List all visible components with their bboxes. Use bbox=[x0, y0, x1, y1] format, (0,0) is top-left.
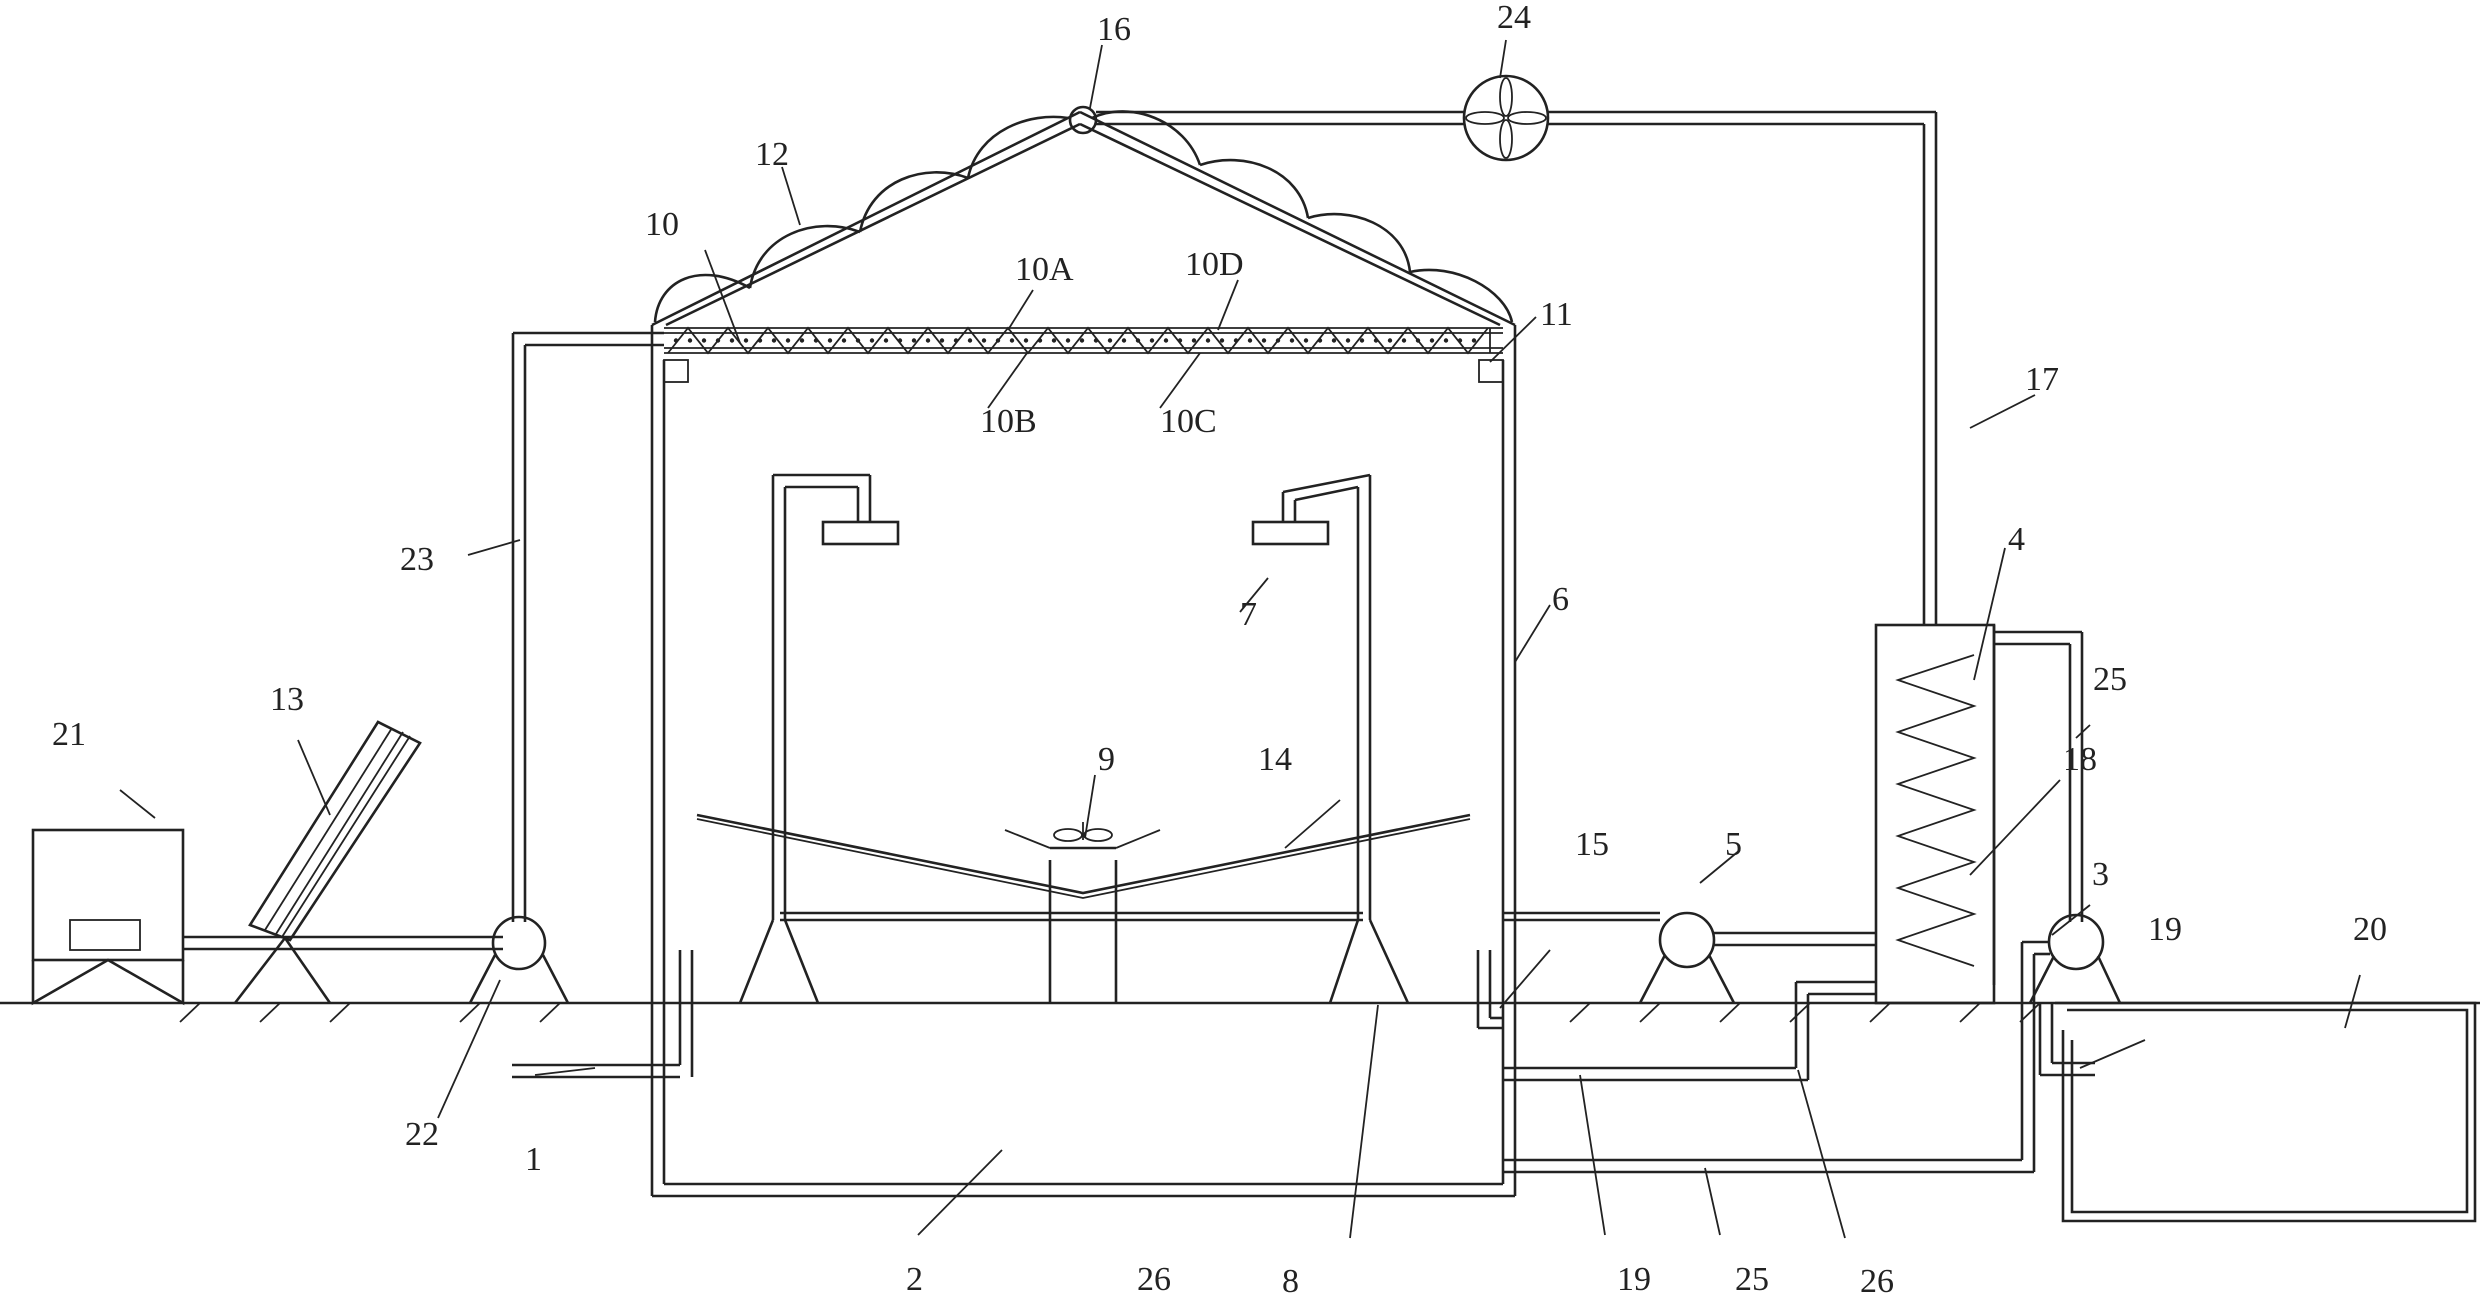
overflow-pipe bbox=[1476, 950, 1503, 1030]
label-3: 3 bbox=[2092, 856, 2109, 893]
inlet-pipe bbox=[512, 950, 694, 1079]
greenhouse-body bbox=[650, 325, 1517, 1198]
pipe-23 bbox=[511, 331, 664, 922]
label-7: 7 bbox=[1240, 596, 1257, 633]
label-15: 15 bbox=[1575, 826, 1609, 863]
label-17: 17 bbox=[2025, 361, 2059, 398]
label-10a: 10A bbox=[1015, 251, 1074, 288]
pipe-19 bbox=[1503, 980, 2095, 1082]
pump-3 bbox=[2028, 913, 2122, 1004]
label-9: 9 bbox=[1098, 741, 1115, 778]
label-10d: 10D bbox=[1185, 246, 1244, 283]
label-4: 4 bbox=[2008, 521, 2025, 558]
fan-icon bbox=[1465, 77, 1547, 159]
label-23: 23 bbox=[400, 541, 434, 578]
supports bbox=[738, 911, 1410, 1004]
label-25b: 25 bbox=[1735, 1261, 1769, 1298]
label-26a: 26 bbox=[1137, 1261, 1171, 1298]
solar-collector bbox=[233, 720, 422, 1004]
label-26b: 26 bbox=[1860, 1263, 1894, 1300]
label-2: 2 bbox=[906, 1261, 923, 1298]
plant-icon bbox=[1053, 822, 1113, 842]
heat-exchanger bbox=[1874, 623, 1996, 1005]
label-21: 21 bbox=[52, 716, 86, 753]
label-10: 10 bbox=[645, 206, 679, 243]
label-8: 8 bbox=[1282, 1263, 1299, 1300]
heater bbox=[31, 828, 503, 1006]
label-1: 1 bbox=[525, 1141, 542, 1178]
label-18: 18 bbox=[2063, 741, 2097, 778]
label-24: 24 bbox=[1497, 0, 1531, 36]
roof bbox=[651, 105, 1516, 327]
label-13: 13 bbox=[270, 681, 304, 718]
pump-22 bbox=[468, 915, 570, 1004]
label-12: 12 bbox=[755, 136, 789, 173]
label-20: 20 bbox=[2353, 911, 2387, 948]
label-10b: 10B bbox=[980, 403, 1037, 440]
ventilation-duct bbox=[1096, 74, 1938, 625]
label-22: 22 bbox=[405, 1116, 439, 1153]
label-25a: 25 bbox=[2093, 661, 2127, 698]
fan-circle bbox=[1462, 74, 1550, 162]
pipe-25 bbox=[1503, 630, 2084, 1174]
leader-lines bbox=[119, 39, 2361, 1239]
ground bbox=[0, 1001, 2480, 1023]
labels: 1 2 3 4 5 6 7 8 9 10 10A 10B 10C 10D 11 … bbox=[52, 0, 2387, 1300]
label-11: 11 bbox=[1540, 296, 1573, 333]
label-14: 14 bbox=[1258, 741, 1292, 778]
water-tank bbox=[2055, 1001, 2477, 1223]
pump-5 bbox=[1503, 911, 1876, 1004]
sprinklers bbox=[771, 473, 1372, 920]
label-10c: 10C bbox=[1160, 403, 1217, 440]
label-19a: 19 bbox=[1617, 1261, 1651, 1298]
trough bbox=[696, 813, 1471, 1003]
label-6: 6 bbox=[1552, 581, 1569, 618]
label-5: 5 bbox=[1725, 826, 1742, 863]
label-16: 16 bbox=[1097, 11, 1131, 48]
heat-exchange-layer bbox=[664, 326, 1503, 355]
label-19b: 19 bbox=[2148, 911, 2182, 948]
